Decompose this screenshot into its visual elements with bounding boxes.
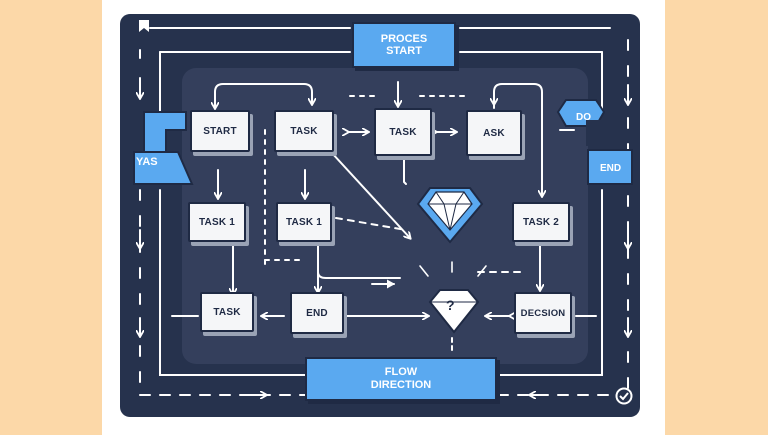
ask-node[interactable]: ASK [466, 110, 522, 156]
diamond-gem-icon [416, 187, 484, 244]
start-label: START [203, 125, 237, 137]
task-mid-label: TASK [389, 126, 417, 138]
flow-direction-label: FLOW DIRECTION [370, 366, 432, 391]
decision-label: DECSION [520, 307, 566, 319]
yas-connector-shape [133, 111, 194, 185]
do-end-connector-shape [556, 99, 633, 185]
start-to-task-loop [214, 83, 312, 107]
task1-node-mid[interactable]: TASK 1 [276, 202, 332, 242]
yas-label: YAS [136, 156, 158, 168]
end-node-bottom[interactable]: END [290, 292, 344, 334]
do-label: DO [576, 112, 591, 123]
task1-left-label: TASK 1 [198, 216, 236, 228]
mid-frame-left [159, 51, 306, 376]
task2-node[interactable]: TASK 2 [512, 202, 570, 242]
task1-node-left[interactable]: TASK 1 [188, 202, 246, 242]
task-node-top[interactable]: TASK [274, 110, 334, 152]
task1-mid-label: TASK 1 [285, 216, 323, 228]
task-node-mid[interactable]: TASK [374, 108, 432, 156]
decision-node[interactable]: DECSION [514, 292, 572, 334]
task-top-label: TASK [290, 125, 318, 137]
bookmark-icon [139, 20, 149, 32]
mid-frame-right [497, 51, 603, 376]
ask-label: ASK [483, 127, 505, 139]
process-start-label: PROCES START [380, 33, 428, 57]
task-node-bottom[interactable]: TASK [200, 292, 254, 332]
end-right-label: END [600, 163, 622, 174]
flow-direction-node[interactable]: FLOW DIRECTION [305, 357, 497, 401]
task2-label: TASK 2 [522, 216, 560, 228]
question-diamond-icon [428, 289, 480, 334]
task-bottom-label: TASK [213, 306, 241, 318]
question-label: ? [446, 297, 455, 313]
start-node[interactable]: START [190, 110, 250, 152]
process-start-node[interactable]: PROCES START [352, 22, 456, 68]
end-bottom-label: END [306, 307, 328, 319]
check-circle-icon [615, 387, 633, 405]
